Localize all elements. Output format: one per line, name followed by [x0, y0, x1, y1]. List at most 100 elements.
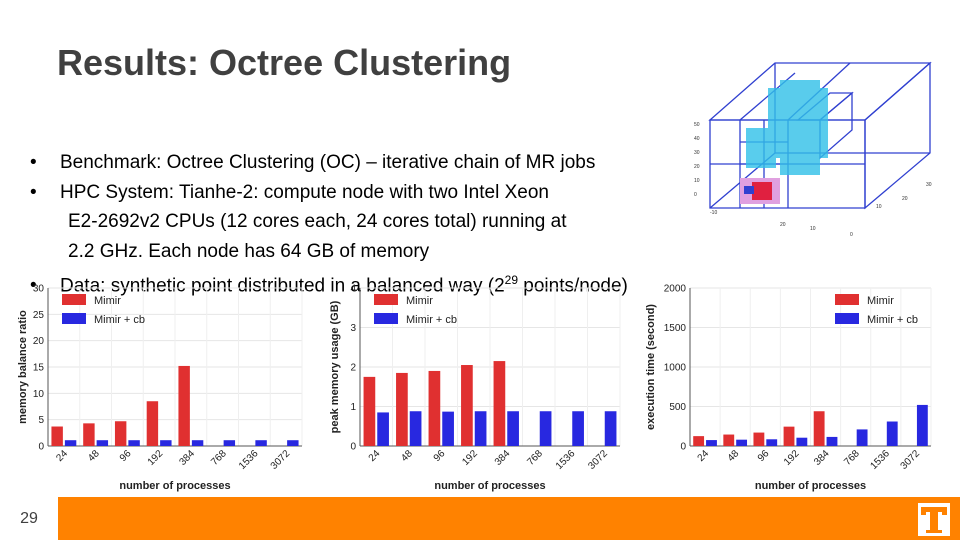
bullet-item: • HPC System: Tianhe-2: compute node with…	[30, 178, 750, 208]
y-tick-label: 5	[38, 415, 44, 426]
bar-mimir-cb	[796, 437, 808, 446]
bar-mimir	[114, 421, 127, 446]
x-tick-label: 96	[756, 448, 772, 464]
svg-text:20: 20	[780, 222, 786, 228]
y-tick-label: 4	[350, 284, 356, 295]
y-tick-label: 25	[33, 310, 45, 321]
bar-mimir-cb	[507, 411, 519, 446]
y-tick-label: 1500	[664, 323, 687, 334]
x-tick-label: 192	[460, 448, 480, 468]
y-tick-label: 2	[350, 363, 356, 374]
bullet-continuation: E2-2692v2 CPUs (12 cores each, 24 cores …	[68, 211, 567, 232]
university-t-logo-icon	[918, 503, 950, 536]
x-tick-label: 384	[812, 448, 832, 468]
bar-mimir-cb	[64, 440, 77, 446]
y-tick-label: 15	[33, 363, 45, 374]
legend-label-mimir-cb: Mimir + cb	[406, 314, 457, 326]
bullet-text: Data: synthetic point distributed in a b…	[60, 275, 505, 297]
svg-text:30: 30	[926, 182, 932, 188]
bullet-dot-icon: •	[30, 181, 37, 203]
x-tick-label: 96	[118, 448, 134, 464]
legend-label-mimir-cb: Mimir + cb	[94, 314, 145, 326]
bar-mimir	[461, 365, 473, 446]
bar-mimir	[493, 361, 506, 446]
bar-mimir	[693, 436, 705, 446]
bar-mimir	[178, 365, 190, 446]
y-tick-label: 2000	[664, 284, 687, 295]
bar-mimir	[428, 370, 441, 446]
bar-mimir-cb	[474, 411, 487, 446]
bar-mimir-cb	[706, 440, 717, 446]
x-tick-label: 48	[86, 448, 102, 464]
bullet-text: HPC System: Tianhe-2: compute node with …	[60, 181, 549, 203]
bar-mimir	[396, 372, 408, 446]
y-tick-label: 3	[350, 323, 356, 334]
x-tick-label: 768	[525, 448, 545, 468]
svg-text:10: 10	[810, 226, 816, 232]
x-tick-label: 384	[493, 448, 513, 468]
x-axis-label: number of processes	[434, 480, 545, 492]
x-tick-label: 3072	[269, 448, 293, 472]
bullet-continuation: 2.2 GHz. Each node has 64 GB of memory	[68, 240, 430, 262]
bar-mimir-cb	[916, 404, 928, 446]
x-tick-label: 384	[177, 448, 197, 468]
y-tick-label: 1000	[664, 363, 687, 374]
x-tick-label: 3072	[899, 448, 923, 472]
x-tick-label: 24	[367, 448, 383, 464]
x-tick-label: 96	[432, 448, 448, 464]
page-number: 29	[20, 510, 38, 527]
svg-text:20: 20	[902, 196, 908, 202]
x-tick-label: 768	[209, 448, 229, 468]
bar-mimir	[753, 432, 765, 446]
legend-swatch-mimir	[374, 294, 398, 305]
x-tick-label: 1536	[237, 448, 261, 472]
svg-text:10: 10	[694, 178, 700, 184]
bullet-dot-icon: •	[30, 152, 37, 173]
svg-text:10: 10	[876, 204, 882, 210]
legend-swatch-mimir	[62, 294, 86, 305]
y-axis-label: memory balance ratio	[17, 310, 29, 424]
bar-mimir-cb	[856, 429, 868, 446]
footer-page-area: 29	[0, 497, 58, 540]
x-tick-label: 48	[726, 448, 742, 464]
bar-mimir	[363, 376, 376, 446]
x-tick-label: 48	[399, 448, 415, 464]
bar-mimir-cb	[539, 411, 552, 446]
y-tick-label: 10	[33, 389, 45, 400]
x-tick-label: 1536	[868, 448, 892, 472]
x-tick-label: 192	[146, 448, 166, 468]
legend-swatch-mimir	[835, 294, 859, 305]
x-tick-label: 3072	[586, 448, 610, 472]
bullet-text-after: points/node)	[518, 275, 628, 297]
bar-mimir-cb	[128, 440, 140, 446]
x-tick-label: 24	[696, 448, 712, 464]
bullet-superscript: 29	[504, 273, 519, 287]
bar-mimir	[51, 426, 63, 446]
bar-mimir-cb	[572, 411, 584, 446]
bar-mimir-cb	[766, 439, 778, 446]
bar-mimir	[783, 426, 795, 446]
bullet-text: Benchmark: Octree Clustering (OC) – iter…	[60, 152, 596, 173]
slide-title: Results: Octree Clustering	[57, 42, 512, 83]
x-tick-label: 1536	[554, 448, 578, 472]
bar-mimir-cb	[191, 440, 204, 446]
bullet-item: • Benchmark: Octree Clustering (OC) – ite…	[30, 148, 750, 178]
y-tick-label: 1	[350, 402, 356, 413]
x-axis-label: number of processes	[119, 480, 230, 492]
bar-mimir-cb	[96, 440, 109, 446]
x-tick-label: 768	[842, 448, 862, 468]
bar-mimir-cb	[160, 440, 172, 446]
svg-text:-10: -10	[710, 210, 717, 216]
bullet-dot-icon: •	[30, 275, 37, 297]
y-axis-label: peak memory usage (GB)	[329, 300, 341, 433]
footer-bar: 29	[0, 497, 960, 540]
legend-swatch-mimir-cb	[374, 313, 398, 324]
bar-mimir	[83, 423, 95, 446]
y-tick-label: 500	[669, 402, 686, 413]
y-tick-label: 0	[680, 442, 686, 453]
bar-mimir-cb	[604, 411, 617, 446]
